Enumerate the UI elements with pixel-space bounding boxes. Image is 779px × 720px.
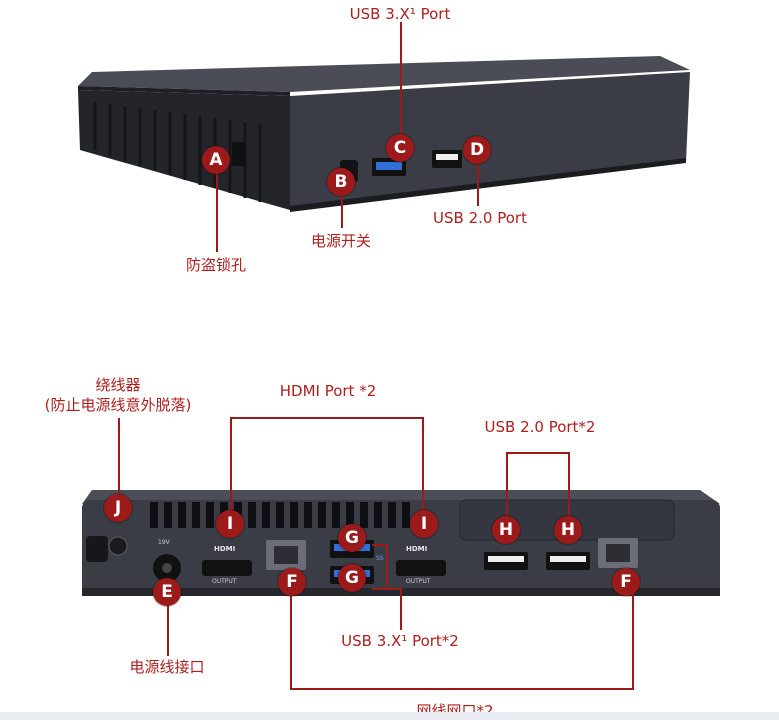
callout-f-left: F	[278, 568, 306, 596]
lock-slot	[232, 142, 246, 166]
usb3-bracket-bottom	[372, 588, 388, 590]
cable-clip-sublabel: (防止电源线意外脱落)	[44, 396, 192, 414]
lan-bracket-left	[290, 582, 292, 690]
usb3-bracket-side	[386, 544, 388, 590]
callout-a: A	[202, 146, 230, 174]
usb2-bracket-right	[568, 452, 570, 530]
callout-h-right: H	[554, 516, 582, 544]
voltage-text: 19V	[158, 539, 170, 546]
callout-h-left: H	[492, 516, 520, 544]
leader-line-b	[341, 184, 343, 228]
leader-line-d	[477, 150, 479, 206]
front-device	[78, 56, 690, 212]
callout-d: D	[463, 136, 491, 164]
hdmi-logo-1: HDMI	[214, 545, 236, 553]
callout-e: E	[153, 578, 181, 606]
usb3-bracket-top	[372, 544, 388, 546]
hdmi-bracket-left	[230, 417, 232, 525]
power-switch-label: 电源开关	[310, 232, 372, 250]
lan-bracket-bottom	[290, 688, 634, 690]
callout-b: B	[327, 168, 355, 196]
cable-clip-label: 绕线器	[95, 376, 141, 394]
callout-i-right: I	[410, 510, 438, 538]
ss-text: SS	[376, 555, 384, 562]
leader-line-a	[216, 160, 218, 252]
anti-theft-lock-label: 防盗锁孔	[185, 256, 247, 274]
callout-c: C	[386, 134, 414, 162]
usb3-bracket-join	[386, 588, 402, 590]
output-text-2: OUTPUT	[406, 578, 431, 585]
footer-strip	[0, 712, 779, 720]
usb2-ports-label: USB 2.0 Port*2	[484, 418, 596, 436]
leader-line-usb3	[400, 588, 402, 630]
hdmi-port-label: HDMI Port *2	[279, 382, 377, 400]
usb2-port-label: USB 2.0 Port	[433, 209, 527, 227]
usb2-bracket-top	[506, 452, 570, 454]
hdmi-logo-2: HDMI	[406, 545, 428, 553]
usb2-bracket-left	[506, 452, 508, 530]
callout-j: J	[104, 494, 132, 522]
power-jack-label: 电源线接口	[129, 658, 205, 676]
callout-g-top: G	[338, 524, 366, 552]
callout-i-left: I	[216, 510, 244, 538]
usb3-port-label: USB 3.X¹ Port	[349, 5, 451, 23]
leader-line-c	[400, 22, 402, 148]
leader-line-j	[118, 418, 120, 508]
usb3-ports-label: USB 3.X¹ Port*2	[341, 632, 459, 650]
callout-f-right: F	[612, 568, 640, 596]
lan-bracket-right	[632, 582, 634, 690]
hdmi-bracket-right	[422, 417, 424, 525]
hdmi-bracket-top	[230, 417, 424, 419]
callout-g-bottom: G	[338, 564, 366, 592]
output-text-1: OUTPUT	[212, 578, 237, 585]
leader-line-e	[167, 594, 169, 656]
